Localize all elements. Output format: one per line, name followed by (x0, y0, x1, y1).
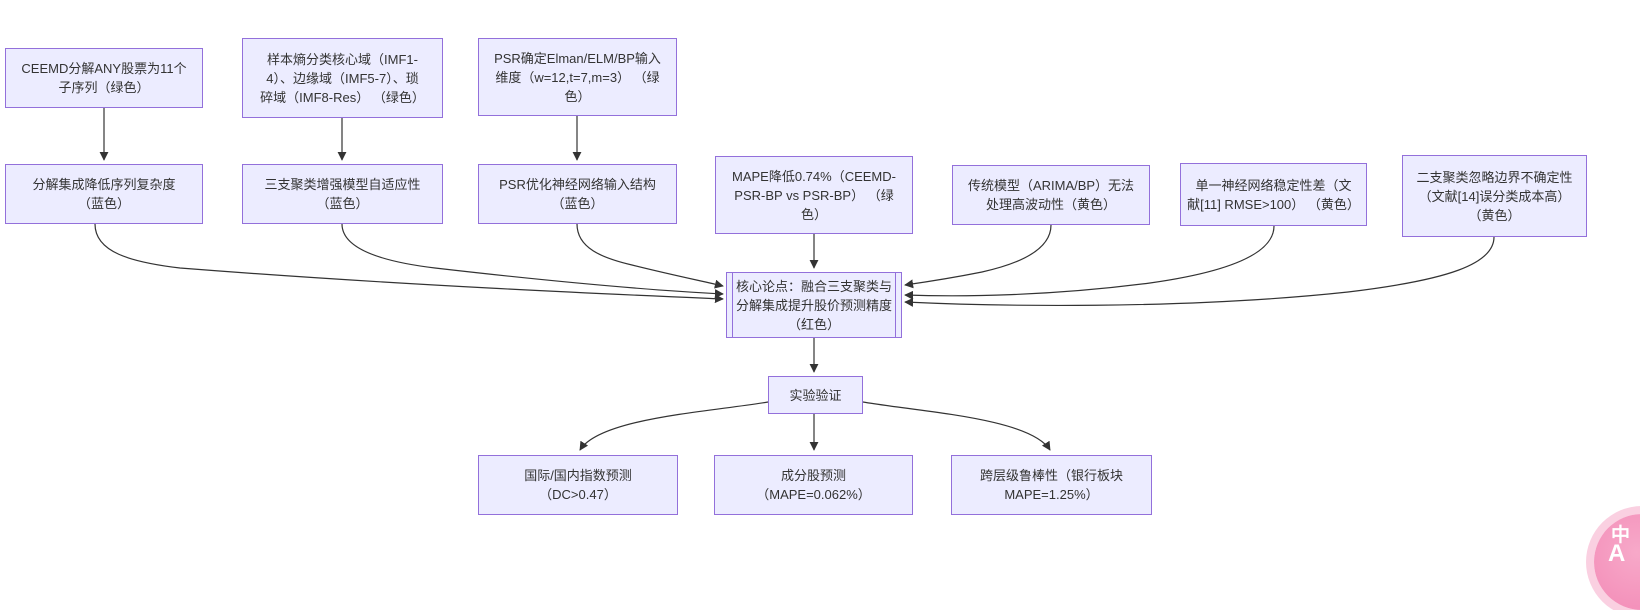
edge-verify-c3 (862, 401, 1051, 451)
node-psr-optimizes-input-structure: PSR优化神经网络输入结构 （蓝色） (478, 164, 677, 224)
node-label: CEEMD分解ANY股票为11个 子序列（绿色） (21, 61, 187, 95)
node-ceemd-decomposition: CEEMD分解ANY股票为11个 子序列（绿色） (5, 48, 203, 108)
edge-b2-core (341, 223, 724, 299)
edge-verify-c1 (579, 401, 769, 451)
translate-en-icon: A (1608, 540, 1626, 567)
node-label: 国际/国内指数预测 （DC>0.47） (524, 468, 632, 502)
edge-b3-core (576, 223, 724, 289)
node-label: 成分股预测 （MAPE=0.062%） (756, 468, 871, 502)
node-decomposition-reduces-complexity: 分解集成降低序列复杂度 （蓝色） (5, 164, 203, 224)
node-sample-entropy-domains: 样本熵分类核心域（IMF1- 4）、边缘域（IMF5-7）、琐 碎域（IMF8-… (242, 38, 443, 118)
node-label: 分解集成降低序列复杂度 （蓝色） (32, 177, 176, 211)
node-cross-level-robustness: 跨层级鲁棒性（银行板块 MAPE=1.25%） (951, 455, 1152, 515)
node-mape-reduction: MAPE降低0.74%（CEEMD- PSR-BP vs PSR-BP） （绿 … (715, 156, 913, 234)
translate-zh-icon: 中 (1611, 525, 1631, 546)
node-label: 核心论点：融合三支聚类与 分解集成提升股价预测精度 （红色） (735, 278, 892, 332)
edge-b5-core (904, 224, 1052, 289)
node-label: 样本熵分类核心域（IMF1- 4）、边缘域（IMF5-7）、琐 碎域（IMF8-… (260, 51, 425, 105)
edge-b6-core (904, 225, 1275, 300)
node-label: 单一神经网络稳定性差（文 献[11] RMSE>100） （黄色） (1187, 177, 1360, 212)
node-label: 传统模型（ARIMA/BP）无法 处理高波动性（黄色） (967, 178, 1135, 212)
edge-b7-core (904, 236, 1495, 307)
translate-button[interactable]: 中 A (1594, 514, 1640, 610)
node-label: 三支聚类增强模型自适应性 （蓝色） (264, 177, 421, 211)
node-label: PSR优化神经网络输入结构 （蓝色） (499, 177, 656, 211)
node-label: MAPE降低0.74%（CEEMD- PSR-BP vs PSR-BP） （绿 … (732, 168, 896, 222)
node-experiment-verification: 实验验证 (768, 376, 863, 414)
node-index-prediction: 国际/国内指数预测 （DC>0.47） (478, 455, 678, 515)
node-core-thesis: 核心论点：融合三支聚类与 分解集成提升股价预测精度 （红色） (726, 272, 902, 338)
node-label: 实验验证 (789, 387, 842, 403)
node-label: 跨层级鲁棒性（银行板块 MAPE=1.25%） (979, 468, 1123, 502)
node-constituent-stock-prediction: 成分股预测 （MAPE=0.062%） (714, 455, 913, 515)
node-two-way-clustering-limits: 二支聚类忽略边界不确定性 （文献[14]误分类成本高） （黄色） (1402, 155, 1587, 237)
node-traditional-model-limits: 传统模型（ARIMA/BP）无法 处理高波动性（黄色） (952, 165, 1150, 225)
flowchart-canvas: CEEMD分解ANY股票为11个 子序列（绿色） 样本熵分类核心域（IMF1- … (5, 38, 1640, 610)
node-label: 二支聚类忽略边界不确定性 （文献[14]误分类成本高） （黄色） (1416, 169, 1573, 223)
node-psr-input-dimension: PSR确定Elman/ELM/BP输入 维度（w=12,t=7,m=3） （绿 … (478, 38, 677, 116)
node-three-way-clustering-adaptivity: 三支聚类增强模型自适应性 （蓝色） (242, 164, 443, 224)
node-label: PSR确定Elman/ELM/BP输入 维度（w=12,t=7,m=3） （绿 … (494, 50, 661, 104)
edge-b1-core (94, 223, 724, 304)
node-single-nn-instability: 单一神经网络稳定性差（文 献[11] RMSE>100） （黄色） (1180, 163, 1367, 226)
